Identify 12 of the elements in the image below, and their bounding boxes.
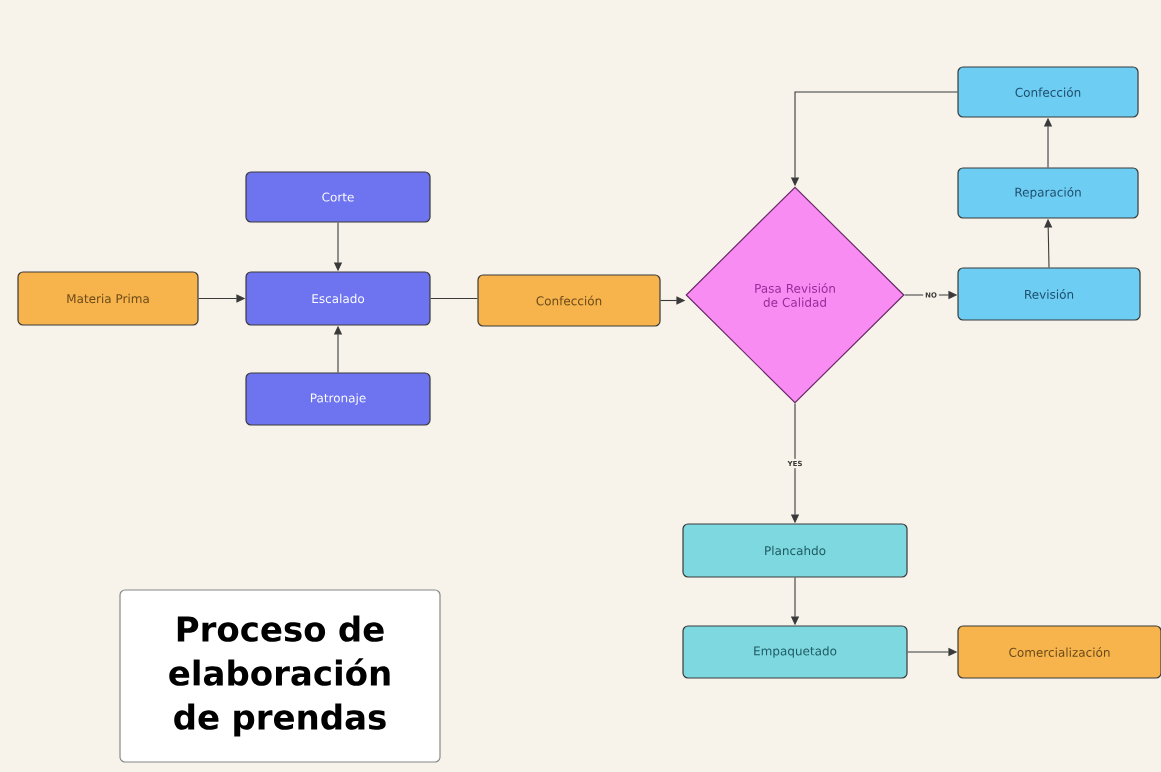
process-box: Patronaje bbox=[245, 372, 431, 426]
process-box: Materia Prima bbox=[17, 271, 199, 326]
process-box: Plancahdo bbox=[682, 523, 908, 578]
process-box: Revisión bbox=[957, 267, 1141, 321]
process-box: Comercialización bbox=[957, 625, 1161, 679]
process-box: Confección bbox=[957, 66, 1139, 118]
process-box: Empaquetado bbox=[682, 625, 908, 679]
title-box: Proceso de elaboración de prendas bbox=[119, 589, 441, 763]
process-box: Escalado bbox=[245, 271, 431, 326]
process-box: Reparación bbox=[957, 167, 1139, 219]
process-box: Confección bbox=[477, 274, 661, 327]
process-box: Corte bbox=[245, 171, 431, 223]
